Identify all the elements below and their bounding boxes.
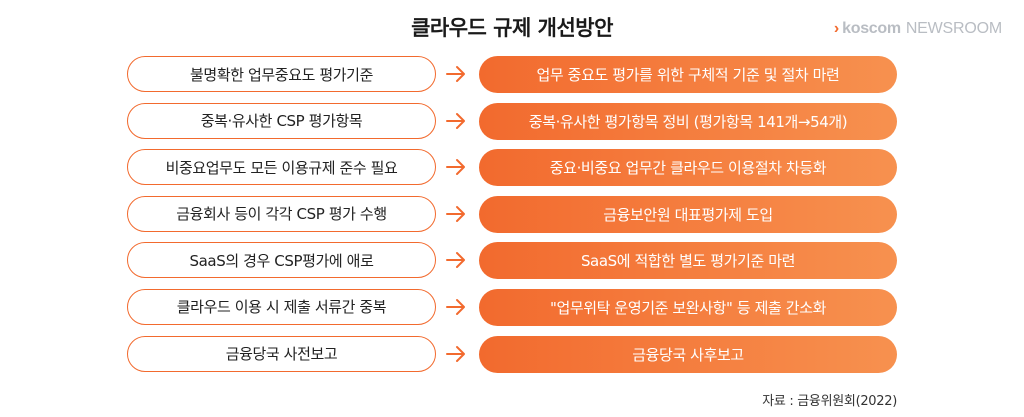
solution-box: 금융당국 사후보고 — [479, 335, 897, 373]
comparison-row: SaaS의 경우 CSP평가에 애로 SaaS에 적합한 별도 평가기준 마련 — [127, 242, 897, 280]
comparison-row: 중복·유사한 CSP 평가항목 중복·유사한 평가항목 정비 (평가항목 141… — [127, 102, 897, 140]
problem-box: 비중요업무도 모든 이용규제 준수 필요 — [127, 149, 436, 186]
solution-box: 중요·비중요 업무간 클라우드 이용절차 차등화 — [479, 149, 897, 187]
solution-box: "업무위탁 운영기준 보완사항" 등 제출 간소화 — [479, 288, 897, 326]
solution-box: SaaS에 적합한 별도 평가기준 마련 — [479, 242, 897, 280]
solution-box: 중복·유사한 평가항목 정비 (평가항목 141개→54개) — [479, 102, 897, 140]
problem-box: 금융당국 사전보고 — [127, 335, 436, 372]
arrow-right-icon — [446, 66, 465, 82]
comparison-rows: 불명확한 업무중요도 평가기준 업무 중요도 평가를 위한 구체적 기준 및 절… — [127, 56, 897, 382]
solution-box: 금융보안원 대표평가제 도입 — [479, 195, 897, 233]
arrow-right-icon — [446, 252, 465, 269]
arrow-right-icon — [446, 159, 465, 176]
solution-box: 업무 중요도 평가를 위한 구체적 기준 및 절차 마련 — [479, 56, 897, 93]
brand-logo: › koscom NEWSROOM — [834, 20, 1002, 38]
comparison-row: 비중요업무도 모든 이용규제 준수 필요 중요·비중요 업무간 클라우드 이용절… — [127, 149, 897, 187]
page-title: 클라우드 규제 개선방안 — [411, 16, 613, 40]
arrow-right-icon — [446, 345, 465, 362]
problem-box: 금융회사 등이 각각 CSP 평가 수행 — [127, 195, 436, 232]
brand-chevron-icon: › — [833, 20, 840, 37]
comparison-row: 금융당국 사전보고 금융당국 사후보고 — [127, 335, 897, 373]
problem-box: 클라우드 이용 시 제출 서류간 중복 — [127, 288, 436, 325]
comparison-row: 클라우드 이용 시 제출 서류간 중복 "업무위탁 운영기준 보완사항" 등 제… — [127, 288, 897, 326]
arrow-right-icon — [446, 205, 465, 222]
comparison-row: 불명확한 업무중요도 평가기준 업무 중요도 평가를 위한 구체적 기준 및 절… — [127, 56, 897, 93]
comparison-row: 금융회사 등이 각각 CSP 평가 수행 금융보안원 대표평가제 도입 — [127, 195, 897, 233]
brand-name: koscom — [842, 20, 901, 37]
problem-box: 중복·유사한 CSP 평가항목 — [127, 102, 436, 139]
source-note: 자료 : 금융위원회(2022) — [762, 394, 897, 409]
arrow-right-icon — [446, 298, 465, 315]
arrow-right-icon — [446, 112, 465, 129]
problem-box: 불명확한 업무중요도 평가기준 — [127, 56, 436, 92]
brand-sub: NEWSROOM — [905, 20, 1002, 37]
problem-box: SaaS의 경우 CSP평가에 애로 — [127, 242, 436, 279]
